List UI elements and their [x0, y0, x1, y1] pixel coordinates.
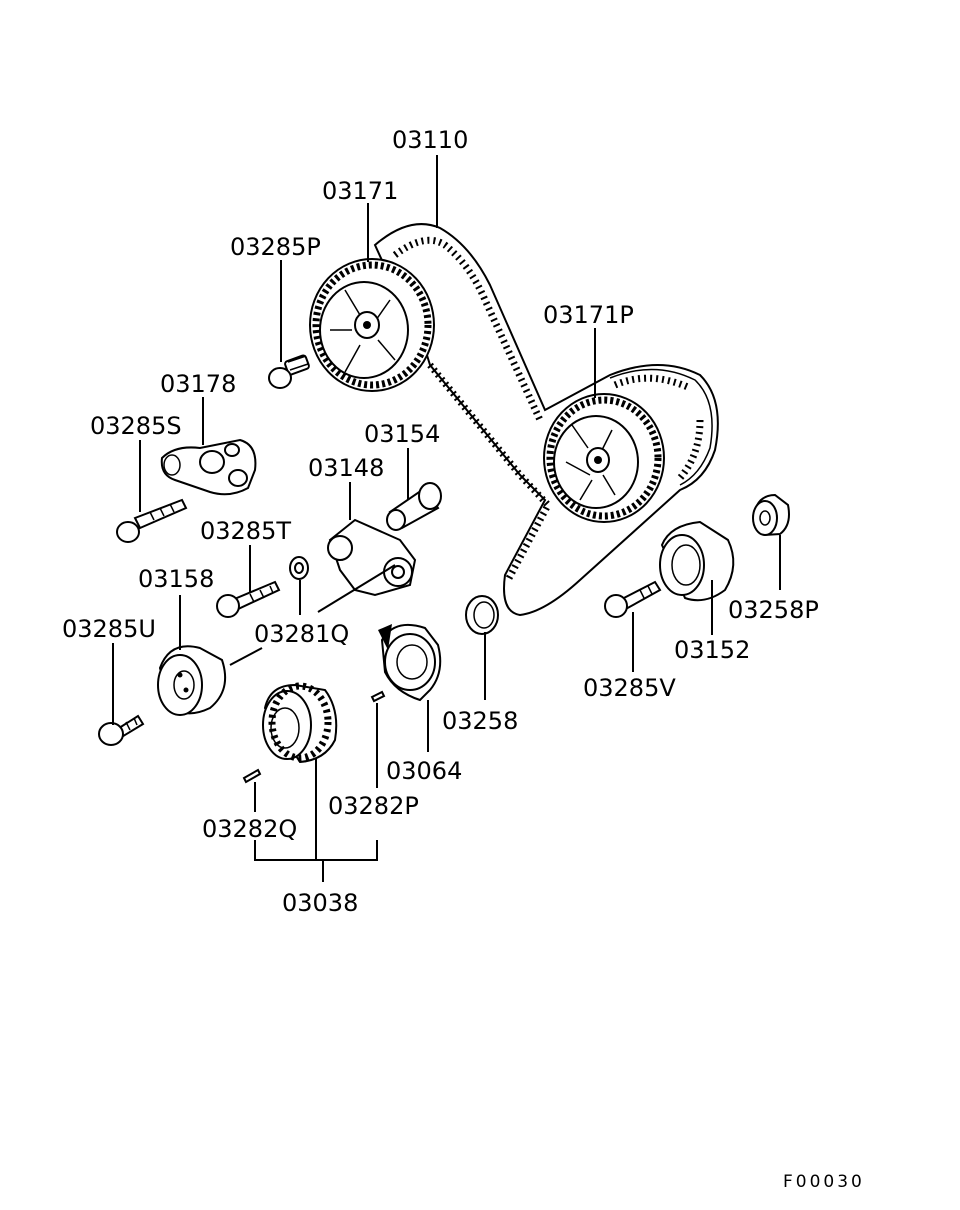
leader-lines: [112, 155, 781, 882]
label-03285p: 03285P: [230, 233, 321, 261]
washer-03281q[interactable]: [289, 556, 309, 580]
idler-pulley-03152[interactable]: [659, 520, 735, 602]
bolt-03285t[interactable]: [216, 580, 281, 618]
label-03258p: 03258P: [728, 596, 819, 624]
label-03038: 03038: [282, 889, 358, 917]
crank-sprocket-03038[interactable]: [262, 682, 338, 764]
drawing-code: F00030: [783, 1172, 865, 1192]
label-03154: 03154: [364, 420, 440, 448]
tensioner-pulley-03158[interactable]: [157, 645, 226, 716]
label-03258: 03258: [442, 707, 518, 735]
key-03282q[interactable]: [242, 768, 262, 784]
timing-belt[interactable]: [373, 223, 719, 617]
label-03285v: 03285V: [583, 674, 676, 702]
bracket-03178[interactable]: [160, 438, 257, 496]
label-03152: 03152: [674, 636, 750, 664]
collar-03154[interactable]: [386, 482, 442, 531]
label-03158: 03158: [138, 565, 214, 593]
label-03285t: 03285T: [200, 517, 291, 545]
crank-plate-03064[interactable]: [378, 624, 442, 702]
label-03110: 03110: [392, 126, 468, 154]
label-03148: 03148: [308, 454, 384, 482]
label-03285s: 03285S: [90, 412, 182, 440]
label-03285u: 03285U: [62, 615, 156, 643]
key-03282p[interactable]: [370, 690, 386, 703]
bolt-03285u[interactable]: [98, 714, 145, 746]
label-03064: 03064: [386, 757, 462, 785]
label-03171: 03171: [322, 177, 398, 205]
bolt-03285p[interactable]: [268, 354, 310, 389]
label-03282p: 03282P: [328, 792, 419, 820]
tensioner-arm-03148[interactable]: [317, 518, 417, 613]
label-03178: 03178: [160, 370, 236, 398]
camshaft-sprocket-left[interactable]: [309, 258, 435, 392]
camshaft-sprocket-right[interactable]: [543, 393, 665, 523]
part-labels: 03110 03171 03285P 03171P 03178 03285S 0…: [62, 126, 819, 917]
bolt-03285v[interactable]: [604, 580, 662, 618]
label-03281q: 03281Q: [254, 620, 349, 648]
flange-03258[interactable]: [465, 595, 499, 635]
bolt-03285s[interactable]: [116, 498, 188, 543]
label-03282q: 03282Q: [202, 815, 297, 843]
spacer-03258p[interactable]: [752, 493, 790, 537]
label-03171p: 03171P: [543, 301, 634, 329]
